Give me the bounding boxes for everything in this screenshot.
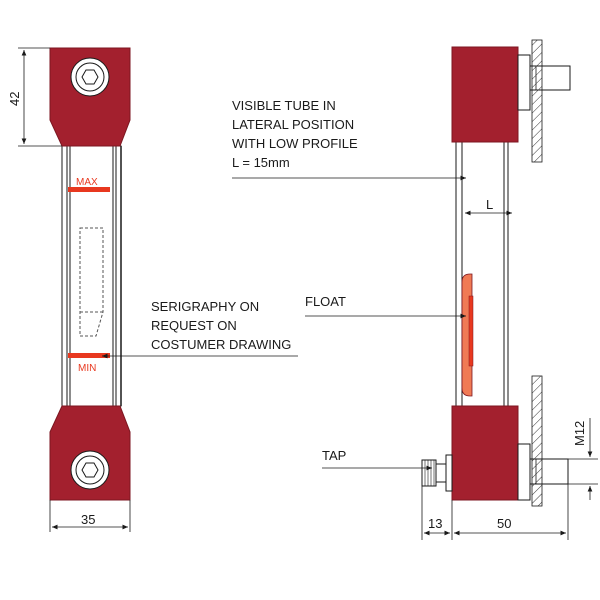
hex-screw-icon	[70, 450, 110, 490]
dimension-tube-offset: L	[461, 197, 512, 220]
dimension-width: 35	[49, 500, 131, 532]
hex-screw-icon	[70, 57, 110, 97]
front-view: MAX MIN 42 35	[7, 47, 298, 532]
dimension-13-text: 13	[428, 516, 442, 531]
serigraphy-line-2: REQUEST ON	[151, 318, 237, 333]
max-label: MAX	[76, 177, 98, 188]
visible-tube-line-4: L = 15mm	[232, 155, 290, 170]
side-view: L VISIBLE TUBE IN LATERAL POSITION WITH …	[232, 39, 598, 540]
bottom-wall-section	[531, 375, 543, 507]
serigraphy-line-1: SERIGRAPHY ON	[151, 299, 259, 314]
float-body	[461, 273, 474, 397]
top-wall-section	[531, 39, 543, 163]
float-label: FLOAT	[305, 294, 346, 309]
top-nut	[517, 54, 531, 111]
front-float-outline	[79, 227, 104, 337]
tap-label: TAP	[322, 448, 346, 463]
serigraphy-line-3: COSTUMER DRAWING	[151, 337, 291, 352]
min-label: MIN	[78, 363, 96, 374]
max-mark	[68, 187, 110, 192]
bottom-nut	[517, 443, 531, 501]
visible-tube-line-1: VISIBLE TUBE IN	[232, 98, 336, 113]
tap	[421, 454, 453, 492]
min-mark	[68, 353, 110, 358]
dimension-42-text: 42	[7, 92, 22, 106]
front-top-head	[49, 47, 131, 147]
dimension-thread: M12	[568, 418, 598, 500]
dimension-M12-text: M12	[572, 421, 587, 446]
dimension-body-depth: 50	[454, 484, 569, 540]
dimension-tap-length: 13	[421, 486, 453, 540]
dimension-35-text: 35	[81, 512, 95, 527]
visible-tube-line-3: WITH LOW PROFILE	[232, 136, 358, 151]
dimension-head-height: 42	[7, 47, 62, 147]
side-top-block	[451, 46, 519, 143]
side-bottom-block	[451, 405, 519, 501]
visible-tube-line-2: LATERAL POSITION	[232, 117, 354, 132]
dimension-L-text: L	[486, 197, 493, 212]
dimension-50-text: 50	[497, 516, 511, 531]
